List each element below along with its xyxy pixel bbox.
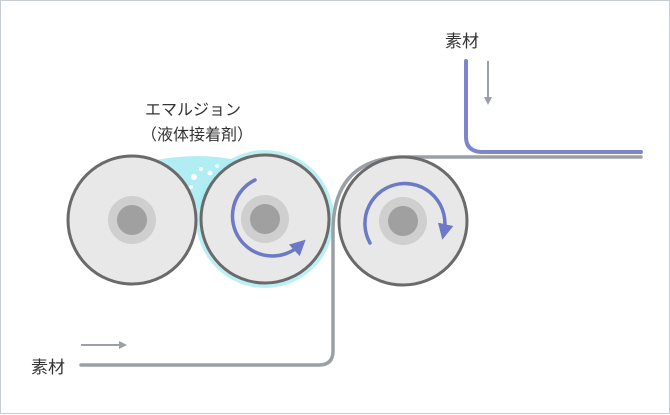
emulsion-bubble xyxy=(191,174,197,180)
emulsion-bubble xyxy=(189,185,193,189)
roller-2 xyxy=(199,153,331,285)
rotation-arrow-clockwise xyxy=(363,181,454,245)
rotation-arrow-counterclockwise xyxy=(230,178,306,258)
emulsion-bubble xyxy=(215,164,219,168)
label-emulsion-sub: （液体接着剤） xyxy=(141,125,253,144)
bottom-substrate-line xyxy=(79,155,643,367)
label-material-top: 素材 xyxy=(445,32,479,52)
roller-3 xyxy=(337,155,469,287)
label-emulsion: エマルジョン xyxy=(145,100,241,119)
roller-1 xyxy=(66,154,198,286)
label-material-bottom: 素材 xyxy=(31,358,65,378)
top-substrate-line xyxy=(464,59,643,154)
emulsion-bubble xyxy=(207,170,213,176)
emulsion-bubble xyxy=(199,167,203,171)
